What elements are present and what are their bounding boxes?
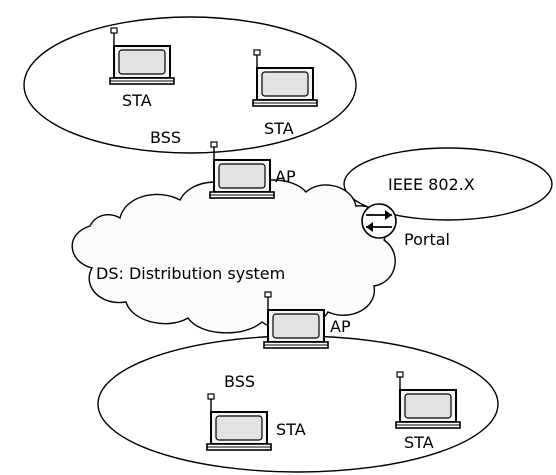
sta-top-1-laptop-icon: [109, 27, 175, 85]
distribution-system-cloud: [71, 179, 396, 334]
sta-bottom-1-laptop-icon: [206, 393, 272, 451]
label-sta-bottom-1: STA: [276, 420, 306, 439]
sta-bottom-2-laptop-icon: [395, 371, 461, 429]
label-ieee-802x: IEEE 802.X: [388, 175, 475, 194]
portal-arrows-icon: [361, 203, 397, 239]
sta-top-2-laptop-icon: [252, 49, 318, 107]
label-bss-bottom: BSS: [224, 372, 255, 391]
label-bss-top: BSS: [150, 128, 181, 147]
label-distribution-system: DS: Distribution system: [96, 264, 285, 283]
ieee-802x-ellipse: [343, 147, 553, 221]
label-portal: Portal: [404, 230, 450, 249]
label-sta-top-1: STA: [122, 91, 152, 110]
bss-top-ellipse: [23, 16, 357, 154]
label-sta-bottom-2: STA: [404, 433, 434, 452]
label-ap-bottom: AP: [330, 317, 351, 336]
label-sta-top-2: STA: [264, 119, 294, 138]
label-ap-top: AP: [275, 167, 296, 186]
